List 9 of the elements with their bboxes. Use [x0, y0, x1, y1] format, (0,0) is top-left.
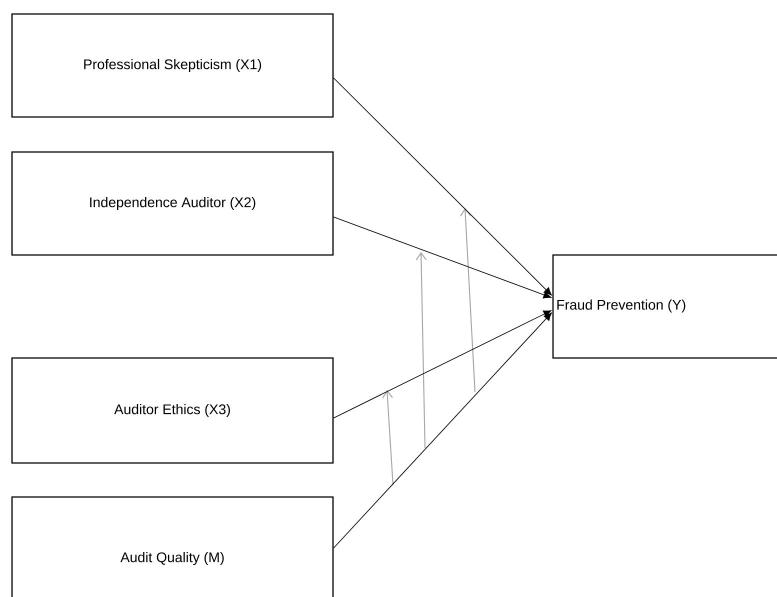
- arrow: [333, 78, 552, 296]
- arrow: [333, 312, 552, 548]
- variable-box: Auditor Ethics (X3): [11, 357, 334, 464]
- arrow: [333, 310, 552, 418]
- variable-box: Audit Quality (M): [11, 496, 334, 597]
- arrow: [333, 216, 552, 298]
- variable-box: Professional Skepticism (X1): [11, 13, 334, 118]
- variable-box: Independence Auditor (X2): [11, 151, 334, 256]
- variable-box: Fraud Prevention (Y): [552, 254, 777, 359]
